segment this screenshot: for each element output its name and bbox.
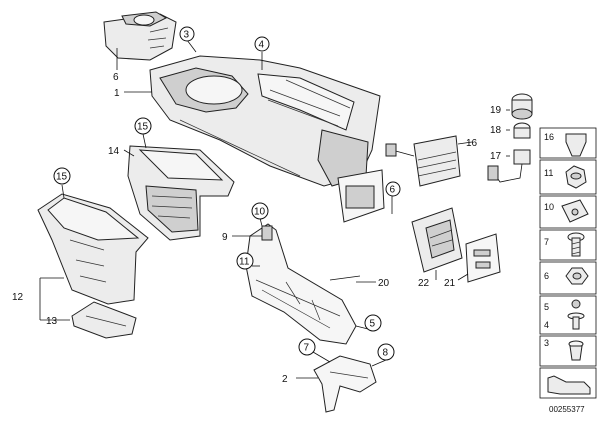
callout-16: 16 [466, 138, 478, 149]
legend-row-11: 11 [539, 159, 597, 195]
arrow-icon [547, 375, 591, 395]
callout-label: 7 [304, 343, 310, 354]
part-19-socket [511, 93, 533, 120]
legend-row-7: 7 [539, 229, 597, 261]
callout-label: 20 [378, 278, 390, 289]
callout-12: 12 [12, 292, 24, 303]
legend-label: 6 [544, 271, 549, 281]
callout-label: 8 [383, 348, 389, 359]
callout-7: 7 [298, 338, 316, 356]
callout-10: 10 [251, 202, 269, 220]
legend-label: 16 [544, 132, 554, 142]
callout-17: 17 [490, 151, 502, 162]
part-12-bin [37, 193, 149, 305]
callout-15-tray: 15 [134, 117, 152, 135]
part-21-switch-panel [465, 233, 501, 283]
legend-arrow-box [539, 367, 597, 399]
callout-label: 16 [466, 138, 478, 149]
document-id: 00255377 [549, 405, 585, 414]
part-6-cover [103, 11, 177, 61]
part-14-tray [127, 145, 235, 241]
callout-6-console: 6 [385, 181, 401, 197]
callout-label: 13 [46, 316, 58, 327]
callout-9: 9 [222, 232, 228, 243]
hardware-legend: 16 11 10 7 6 [539, 127, 597, 399]
callout-11: 11 [236, 252, 254, 270]
part-16-insert [385, 135, 461, 187]
callout-label: 19 [490, 105, 502, 116]
callout-20: 20 [378, 278, 390, 289]
callout-13: 13 [46, 316, 58, 327]
part-22-panel [411, 207, 463, 273]
callout-label: 10 [254, 207, 266, 218]
callout-label: 6 [113, 72, 119, 83]
callout-22: 22 [418, 278, 430, 289]
legend-row-3: 3 [539, 335, 597, 367]
legend-row-6: 6 [539, 261, 597, 295]
callout-label: 11 [239, 257, 250, 268]
callout-3: 3 [179, 26, 195, 42]
callout-19: 19 [490, 105, 502, 116]
part-2-lower-bracket [313, 355, 377, 413]
legend-row-16: 16 [539, 127, 597, 159]
callout-label: 3 [184, 30, 190, 41]
callout-label: 4 [259, 40, 265, 51]
callout-label: 9 [222, 232, 228, 243]
callout-label: 5 [370, 319, 376, 330]
callout-label: 15 [56, 172, 68, 183]
legend-row-10: 10 [539, 195, 597, 229]
callout-label: 6 [390, 185, 396, 196]
callout-18: 18 [490, 125, 502, 136]
callout-14: 14 [108, 146, 120, 157]
callout-5: 5 [364, 314, 382, 332]
callout-21: 21 [444, 278, 456, 289]
callout-label: 12 [12, 292, 24, 303]
legend-row-5-4: 5 4 [539, 295, 597, 335]
callout-label: 14 [108, 146, 120, 157]
callout-4: 4 [254, 36, 270, 52]
part-18-plug [513, 122, 531, 139]
callout-label: 21 [444, 278, 456, 289]
callout-1: 1 [114, 88, 120, 99]
callout-label: 1 [114, 88, 120, 99]
part-17-cable [487, 149, 531, 183]
part-20-bracket-frame [245, 223, 361, 345]
legend-label: 5 [544, 302, 549, 312]
callout-15-bin: 15 [53, 167, 71, 185]
callout-label: 2 [282, 374, 288, 385]
callout-label: 15 [137, 122, 149, 133]
part-13-pad [71, 301, 137, 339]
legend-label: 3 [544, 338, 549, 348]
callout-8: 8 [377, 343, 395, 361]
part-1-console-body [149, 55, 385, 223]
callout-6-top: 6 [113, 72, 119, 83]
callout-label: 22 [418, 278, 430, 289]
legend-label: 7 [544, 237, 549, 247]
legend-label: 11 [544, 168, 553, 178]
callout-label: 17 [490, 151, 502, 162]
legend-label: 10 [544, 202, 554, 212]
callout-2: 2 [282, 374, 288, 385]
callout-label: 18 [490, 125, 502, 136]
legend-label: 4 [544, 320, 549, 330]
